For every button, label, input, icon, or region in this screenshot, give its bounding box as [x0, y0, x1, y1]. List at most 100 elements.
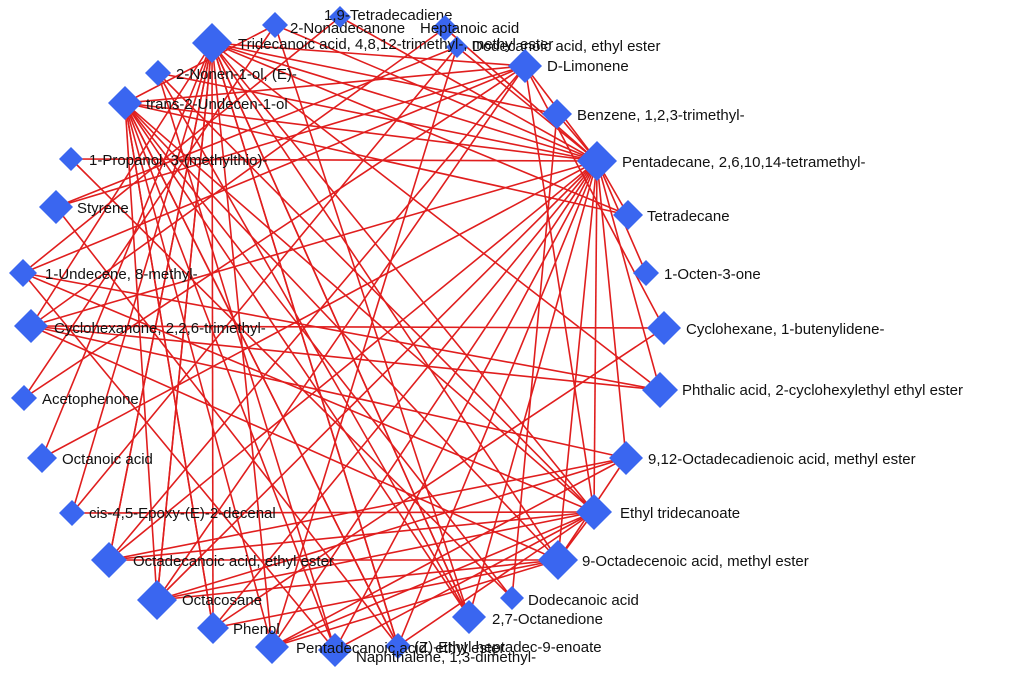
node-label: Naphthalene, 1,3-dimethyl- — [356, 649, 536, 666]
node-n17[interactable]: Naphthalene, 1,3-dimethyl- — [318, 633, 536, 667]
node-n0[interactable]: 2-Nonadecanone — [262, 12, 405, 38]
node-diamond[interactable] — [542, 99, 572, 129]
edge-n20-n6 — [156, 160, 598, 601]
edge-n25-n9 — [30, 325, 665, 329]
edge-n15-n29 — [124, 102, 470, 618]
edge-n21-n4 — [108, 65, 526, 561]
node-n14[interactable]: Dodecanoic acid — [500, 586, 639, 610]
edge-n28-n6 — [70, 158, 598, 162]
node-diamond[interactable] — [27, 443, 57, 473]
node-diamond[interactable] — [642, 372, 678, 408]
node-label: 9,12-Octadecadienoic acid, methyl ester — [648, 451, 916, 468]
node-n22[interactable]: cis-4,5-Epoxy-(E)-2-decenal — [59, 500, 276, 526]
node-diamond[interactable] — [59, 500, 85, 526]
node-n8[interactable]: 1-Octen-3-one — [633, 260, 761, 286]
node-diamond[interactable] — [576, 494, 612, 530]
node-diamond[interactable] — [137, 580, 177, 620]
edge-n29-n7 — [124, 102, 629, 216]
node-label: Styrene — [77, 200, 129, 217]
node-diamond[interactable] — [59, 147, 83, 171]
node-diamond[interactable] — [11, 385, 37, 411]
node-n10[interactable]: Phthalic acid, 2-cyclohexylethyl ethyl e… — [642, 372, 963, 408]
node-n15[interactable]: 2,7-Octanedione — [452, 600, 603, 634]
node-n23[interactable]: Octanoic acid — [27, 443, 153, 473]
node-n11[interactable]: 9,12-Octadecadienoic acid, methyl ester — [609, 441, 916, 475]
node-diamond[interactable] — [329, 6, 351, 28]
node-label: 1-Propanol, 3-(methylthio)- — [89, 152, 267, 169]
edge-n19-n6 — [212, 160, 598, 629]
edge-n24-n0 — [23, 24, 276, 399]
edge-n17-n12 — [334, 511, 595, 651]
edge-n30-n6 — [157, 72, 598, 162]
node-diamond[interactable] — [613, 200, 643, 230]
node-diamond[interactable] — [538, 540, 578, 580]
node-n1[interactable]: 1,9-Tetradecadiene — [324, 6, 452, 28]
node-diamond[interactable] — [432, 15, 458, 41]
node-diamond[interactable] — [262, 12, 288, 38]
node-n16[interactable]: (Z)-Ethyl heptadec-9-enoate — [385, 633, 602, 659]
node-diamond[interactable] — [108, 86, 142, 120]
node-n4[interactable]: D-Limonene — [508, 49, 629, 83]
node-n20[interactable]: Octacosane — [137, 580, 262, 620]
node-diamond[interactable] — [39, 190, 73, 224]
node-diamond[interactable] — [197, 612, 229, 644]
node-diamond[interactable] — [255, 630, 289, 664]
node-n5[interactable]: Benzene, 1,2,3-trimethyl- — [542, 99, 745, 129]
node-n26[interactable]: 1-Undecene, 8-methyl- — [9, 259, 198, 287]
node-label: 9-Octadecenoic acid, methyl ester — [582, 553, 809, 570]
node-n29[interactable]: trans-2-Undecen-1-ol — [108, 86, 288, 120]
node-diamond[interactable] — [91, 542, 127, 578]
node-diamond[interactable] — [633, 260, 659, 286]
edge-n17-n6 — [334, 160, 598, 651]
node-n31[interactable]: Tridecanoic acid, 4,8,12-trimethyl-, met… — [192, 23, 553, 63]
node-label: Tetradecane — [647, 208, 730, 225]
node-diamond[interactable] — [192, 23, 232, 63]
node-n2[interactable]: Heptanoic acid — [420, 15, 519, 41]
edge-n20-n11 — [156, 457, 627, 601]
node-diamond[interactable] — [609, 441, 643, 475]
edge-n18-n3 — [271, 46, 458, 648]
edge-n17-n29 — [124, 102, 336, 651]
node-n21[interactable]: Octadecanoic acid, ethyl ester — [91, 542, 334, 578]
node-label: Acetophenone — [42, 391, 139, 408]
node-n27[interactable]: Styrene — [39, 190, 129, 224]
node-n24[interactable]: Acetophenone — [11, 385, 139, 411]
edge-n19-n9 — [212, 327, 665, 629]
edge-n21-n11 — [108, 457, 627, 561]
node-diamond[interactable] — [145, 60, 171, 86]
node-n30[interactable]: 2-Nonen-1-ol, (E)- — [145, 60, 297, 86]
node-diamond[interactable] — [647, 311, 681, 345]
node-diamond[interactable] — [577, 141, 617, 181]
edge-n15-n0 — [274, 24, 470, 618]
node-diamond[interactable] — [385, 633, 411, 659]
node-diamond[interactable] — [318, 633, 352, 667]
node-n12[interactable]: Ethyl tridecanoate — [576, 494, 740, 530]
node-diamond[interactable] — [500, 586, 524, 610]
node-label: Phthalic acid, 2-cyclohexylethyl ethyl e… — [682, 382, 963, 399]
edge-n22-n31 — [71, 42, 213, 514]
edge-n22-n3 — [71, 46, 458, 514]
edge-n10-n6 — [596, 160, 661, 391]
node-diamond[interactable] — [9, 259, 37, 287]
node-diamond[interactable] — [446, 36, 468, 58]
node-diamond[interactable] — [452, 600, 486, 634]
node-n7[interactable]: Tetradecane — [613, 200, 730, 230]
node-n9[interactable]: Cyclohexane, 1-butenylidene- — [647, 311, 884, 345]
node-label: Octacosane — [182, 592, 262, 609]
edge-n31-n7 — [211, 42, 629, 216]
edge-n3-n6 — [456, 46, 598, 162]
node-n13[interactable]: 9-Octadecenoic acid, methyl ester — [538, 540, 809, 580]
node-label: trans-2-Undecen-1-ol — [146, 96, 288, 113]
node-n6[interactable]: Pentadecane, 2,6,10,14-tetramethyl- — [577, 141, 866, 181]
node-n25[interactable]: Cyclohexanone, 2,2,6-trimethyl- — [14, 309, 266, 343]
node-label: 1-Undecene, 8-methyl- — [45, 266, 198, 283]
node-diamond[interactable] — [14, 309, 48, 343]
node-n28[interactable]: 1-Propanol, 3-(methylthio)- — [59, 147, 267, 171]
edge-n31-n5 — [211, 42, 558, 115]
edge-n27-n16 — [55, 206, 399, 647]
node-n19[interactable]: Phenol — [197, 612, 280, 644]
node-n18[interactable]: Pentadecanoic acid, ethyl ester — [255, 630, 504, 664]
node-label: 2,7-Octanedione — [492, 611, 603, 628]
node-n3[interactable]: Dodecanoic acid, ethyl ester — [446, 36, 660, 58]
node-diamond[interactable] — [508, 49, 542, 83]
